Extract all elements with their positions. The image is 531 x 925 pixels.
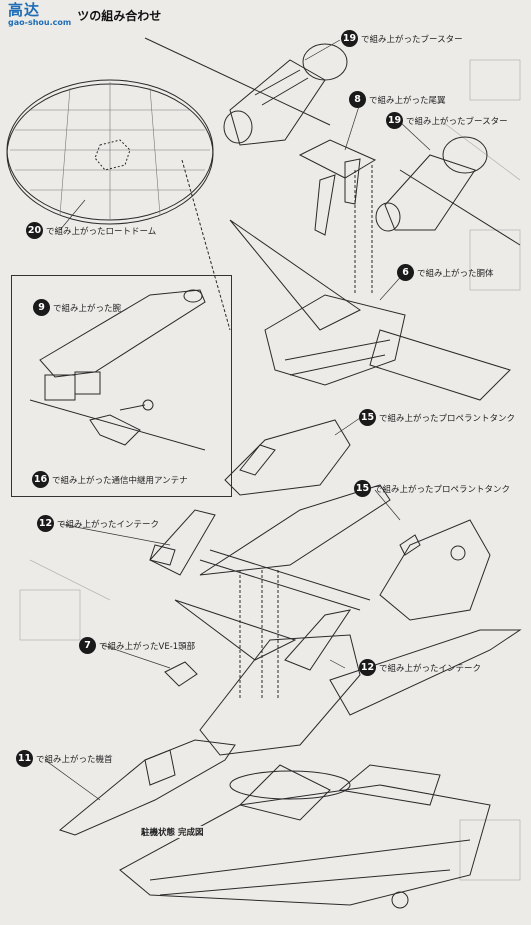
callout-text: で組み上がったプロペラントタンク	[379, 413, 516, 424]
callout-text: で組み上がったブースター	[406, 116, 508, 127]
callout-booster-right: 19 で組み上がったブースター	[386, 112, 508, 129]
callout-number: 20	[26, 222, 43, 239]
page-title: ツの組み合わせ	[77, 8, 162, 23]
rotodome-drawing	[6, 79, 214, 225]
callout-text: で組み上がった機首	[36, 754, 113, 765]
callout-number: 19	[386, 112, 403, 129]
antenna-drawing	[29, 399, 206, 451]
callout-text: で組み上がった通信中継用アンテナ	[52, 475, 188, 486]
rear-assembly-drawing	[199, 484, 391, 611]
completed-model-drawing	[119, 764, 491, 909]
head-drawing	[164, 661, 198, 687]
callout-text: で組み上がった尾翼	[369, 95, 446, 106]
callout-antenna: 16 で組み上がった通信中継用アンテナ	[32, 471, 188, 488]
site-logo: 高达 gao-shou.com	[8, 1, 72, 28]
main-body-drawing	[174, 570, 522, 756]
callout-arm: 9 で組み上がった腕	[33, 299, 121, 316]
booster-top-drawing	[144, 37, 348, 146]
callout-booster-top: 19 で組み上がったブースター	[341, 30, 463, 47]
callout-ve1-head: 7 で組み上がったVE-1頭部	[79, 637, 195, 654]
callout-number: 8	[349, 91, 366, 108]
logo-main-text: 高达	[8, 1, 41, 19]
callout-text: で組み上がったインテーク	[379, 663, 482, 674]
propellant-tank-left-drawing	[224, 419, 351, 496]
callout-nose: 11 で組み上がった機首	[16, 750, 113, 767]
callout-text: で組み上がったブースター	[361, 34, 463, 45]
callout-tail-fin: 8 で組み上がった尾翼	[349, 91, 446, 108]
callout-text: で組み上がったVE-1頭部	[99, 641, 196, 652]
callout-number: 11	[16, 750, 33, 767]
intake-right-drawing	[284, 609, 352, 671]
callout-number: 9	[33, 299, 50, 316]
fuselage-drawing	[181, 159, 511, 401]
callout-rotodome: 20 で組み上がったロートドーム	[26, 222, 156, 239]
arm-drawing	[39, 289, 206, 401]
background-part-labels	[19, 59, 521, 881]
callout-number: 12	[359, 659, 376, 676]
callout-number: 12	[37, 515, 54, 532]
booster-right-drawing	[375, 136, 521, 246]
callout-intake-right: 12 で組み上がったインテーク	[359, 659, 481, 676]
callout-intake-left: 12 で組み上がったインテーク	[37, 515, 159, 532]
callout-number: 7	[79, 637, 96, 654]
inset-frame	[11, 275, 232, 497]
page-header: 高达 gao-shou.com ツの組み合わせ	[8, 1, 162, 28]
completed-view-label: 駐機状態 完成図	[139, 826, 206, 838]
logo-sub-text: gao-shou.com	[8, 18, 72, 27]
callout-number: 15	[354, 480, 371, 497]
callout-text: で組み上がった腕	[53, 303, 122, 314]
callout-text: で組み上がった胴体	[417, 268, 494, 279]
tail-fin-drawing	[298, 139, 377, 295]
callout-text: で組み上がったプロペラントタンク	[374, 484, 511, 495]
callout-number: 6	[397, 264, 414, 281]
intake-left-drawing	[149, 509, 216, 576]
callout-propellant-tank-right: 15 で組み上がったプロペラントタンク	[354, 480, 510, 497]
callout-text: で組み上がったインテーク	[57, 519, 160, 530]
callout-text: で組み上がったロートドーム	[46, 226, 157, 237]
callout-propellant-tank-left: 15 で組み上がったプロペラントタンク	[359, 409, 515, 426]
callout-number: 19	[341, 30, 358, 47]
callout-number: 16	[32, 471, 49, 488]
callout-number: 15	[359, 409, 376, 426]
propellant-tank-right-drawing	[379, 519, 491, 621]
nose-drawing	[58, 739, 236, 836]
callout-fuselage: 6 で組み上がった胴体	[397, 264, 494, 281]
